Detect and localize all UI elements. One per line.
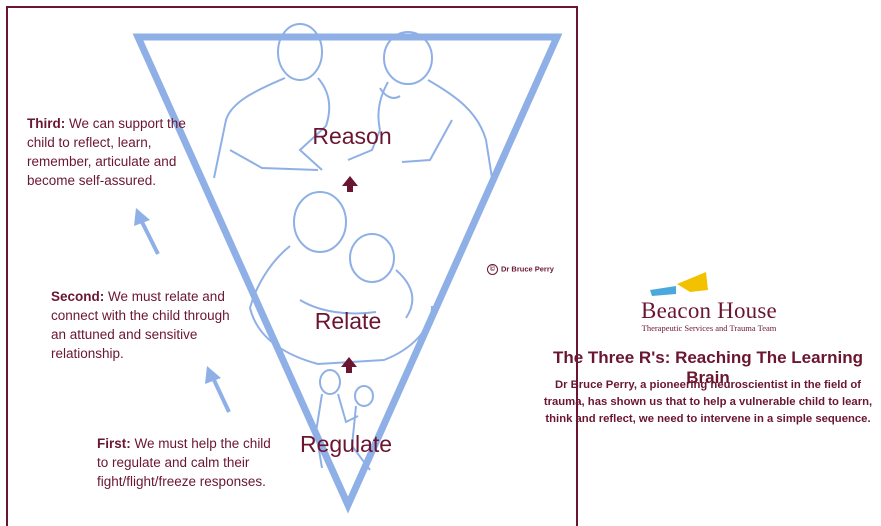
stage-label-regulate: Regulate (300, 431, 392, 457)
step-third: Third: We can support the child to refle… (27, 114, 187, 190)
stage-label-relate: Relate (315, 308, 381, 334)
step-second: Second: We must relate and connect with … (51, 287, 231, 363)
brand-tagline: Therapeutic Services and Trauma Team (634, 323, 784, 333)
step-lead: Third: (27, 116, 65, 131)
info-description: Dr Bruce Perry, a pioneering neuroscient… (535, 377, 881, 428)
beacon-house-logo-icon (650, 272, 708, 296)
brand-name: Beacon House (634, 298, 784, 324)
reason-figures-illustration (214, 24, 492, 178)
step-lead: First: (97, 436, 131, 451)
stage-arrow-up (342, 176, 358, 192)
copyright-icon: © (487, 264, 498, 275)
progress-arrow-icon (205, 366, 229, 412)
relate-figures-illustration (250, 192, 432, 364)
stage-label-reason: Reason (312, 123, 391, 149)
credit-name: Dr Bruce Perry (501, 264, 554, 273)
step-lead: Second: (51, 289, 104, 304)
copyright-credit: ©Dr Bruce Perry (487, 264, 554, 275)
step-first: First: We must help the child to regulat… (97, 434, 275, 491)
brand-block: Beacon House Therapeutic Services and Tr… (634, 298, 784, 333)
stage-arrow-up (341, 357, 357, 373)
progress-arrow-icon (134, 208, 158, 254)
